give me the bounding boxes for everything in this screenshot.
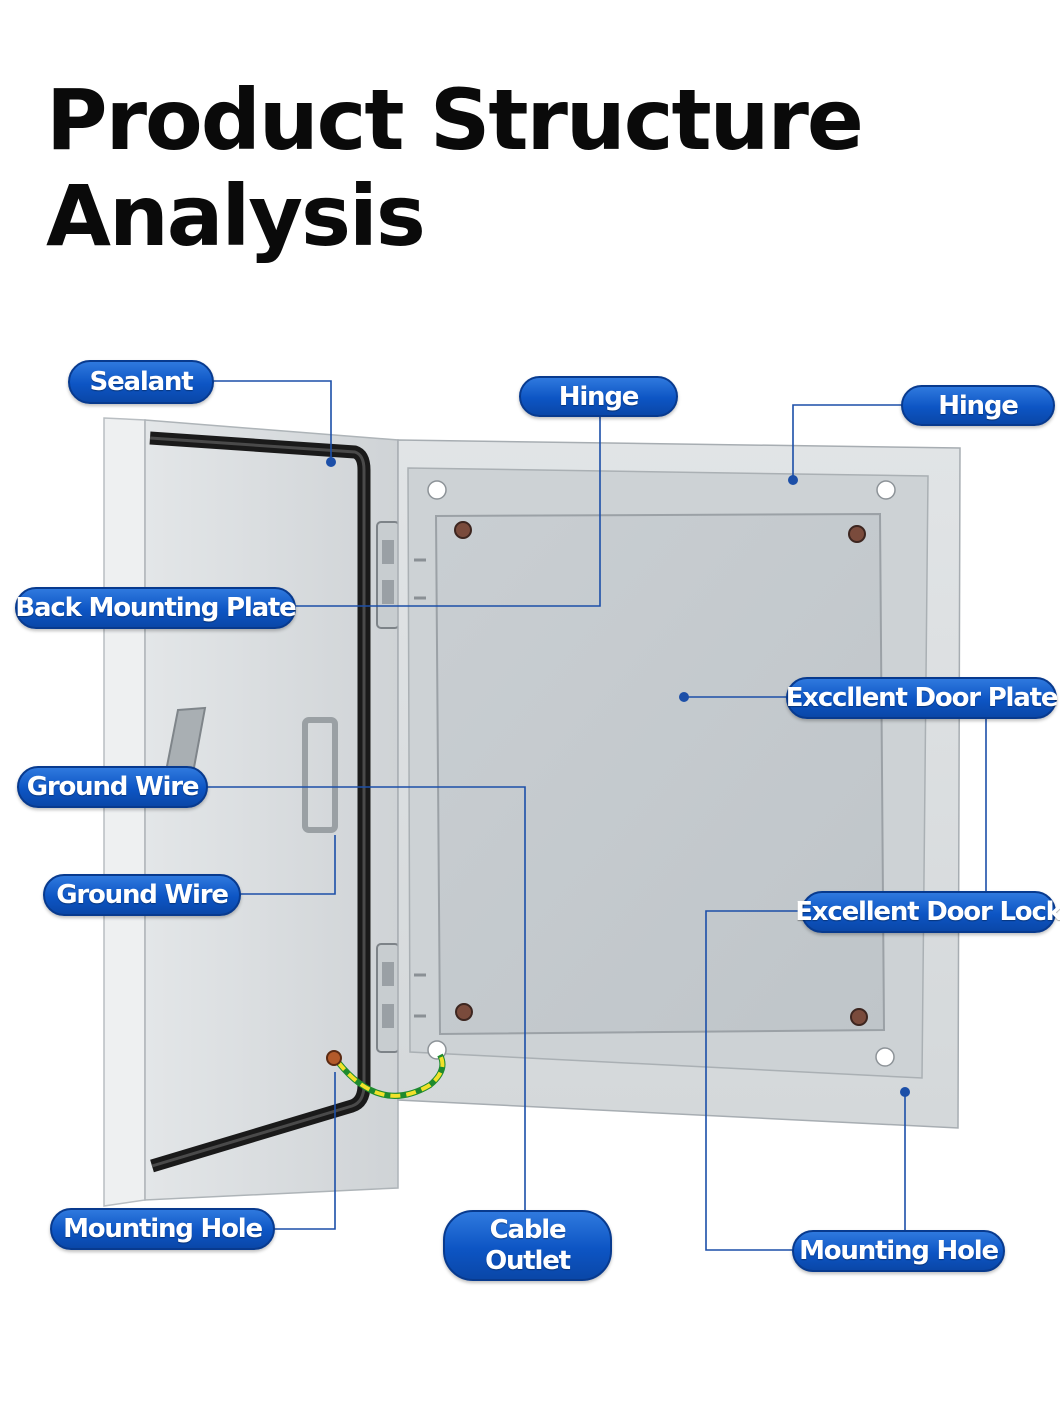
title-line-2: Analysis bbox=[46, 167, 426, 265]
label-door-plate: Exccllent Door Plate bbox=[786, 677, 1058, 719]
open-door bbox=[103, 417, 400, 1207]
ground-wire bbox=[326, 1050, 446, 1099]
label-ground-wire-2: Ground Wire bbox=[43, 874, 241, 916]
leader-back-mounting-plate bbox=[294, 414, 601, 607]
leader-mounting-hole-right bbox=[705, 910, 803, 1251]
label-door-lock: Excellent Door Lock bbox=[795, 891, 1060, 933]
label-mounting-hole-right: Mounting Hole bbox=[792, 1230, 1005, 1272]
label-back-mounting-plate: Back Mounting Plate bbox=[15, 587, 297, 629]
leader-mounting-hole-left bbox=[273, 1072, 336, 1230]
leader-cable-outlet bbox=[207, 786, 526, 1212]
leader-lines bbox=[207, 380, 987, 1251]
upper-door-hinge bbox=[376, 521, 400, 629]
label-cable-outlet: Cable Outlet bbox=[443, 1210, 612, 1281]
mounting-screws bbox=[454, 521, 868, 1026]
corner-mounting-holes bbox=[427, 480, 896, 1067]
label-hinge-right: Hinge bbox=[901, 385, 1055, 426]
leader-sealant bbox=[212, 380, 332, 462]
door-handle bbox=[302, 717, 338, 833]
hinge-pins bbox=[414, 558, 426, 1018]
label-sealant: Sealant bbox=[68, 360, 214, 404]
leader-hinge-right bbox=[792, 404, 902, 480]
lower-door-hinge bbox=[376, 943, 400, 1053]
label-hinge-center: Hinge bbox=[519, 376, 678, 417]
label-mounting-hole-left: Mounting Hole bbox=[50, 1208, 275, 1250]
enclosure-body bbox=[397, 439, 961, 1129]
back-mounting-plate bbox=[434, 512, 886, 1036]
leader-dots bbox=[326, 457, 910, 1097]
leader-ground-wire bbox=[240, 835, 336, 895]
label-ground-wire-1: Ground Wire bbox=[17, 766, 208, 808]
title-line-1: Product Structure bbox=[46, 71, 864, 169]
page-title: Product Structure Analysis bbox=[46, 71, 864, 265]
